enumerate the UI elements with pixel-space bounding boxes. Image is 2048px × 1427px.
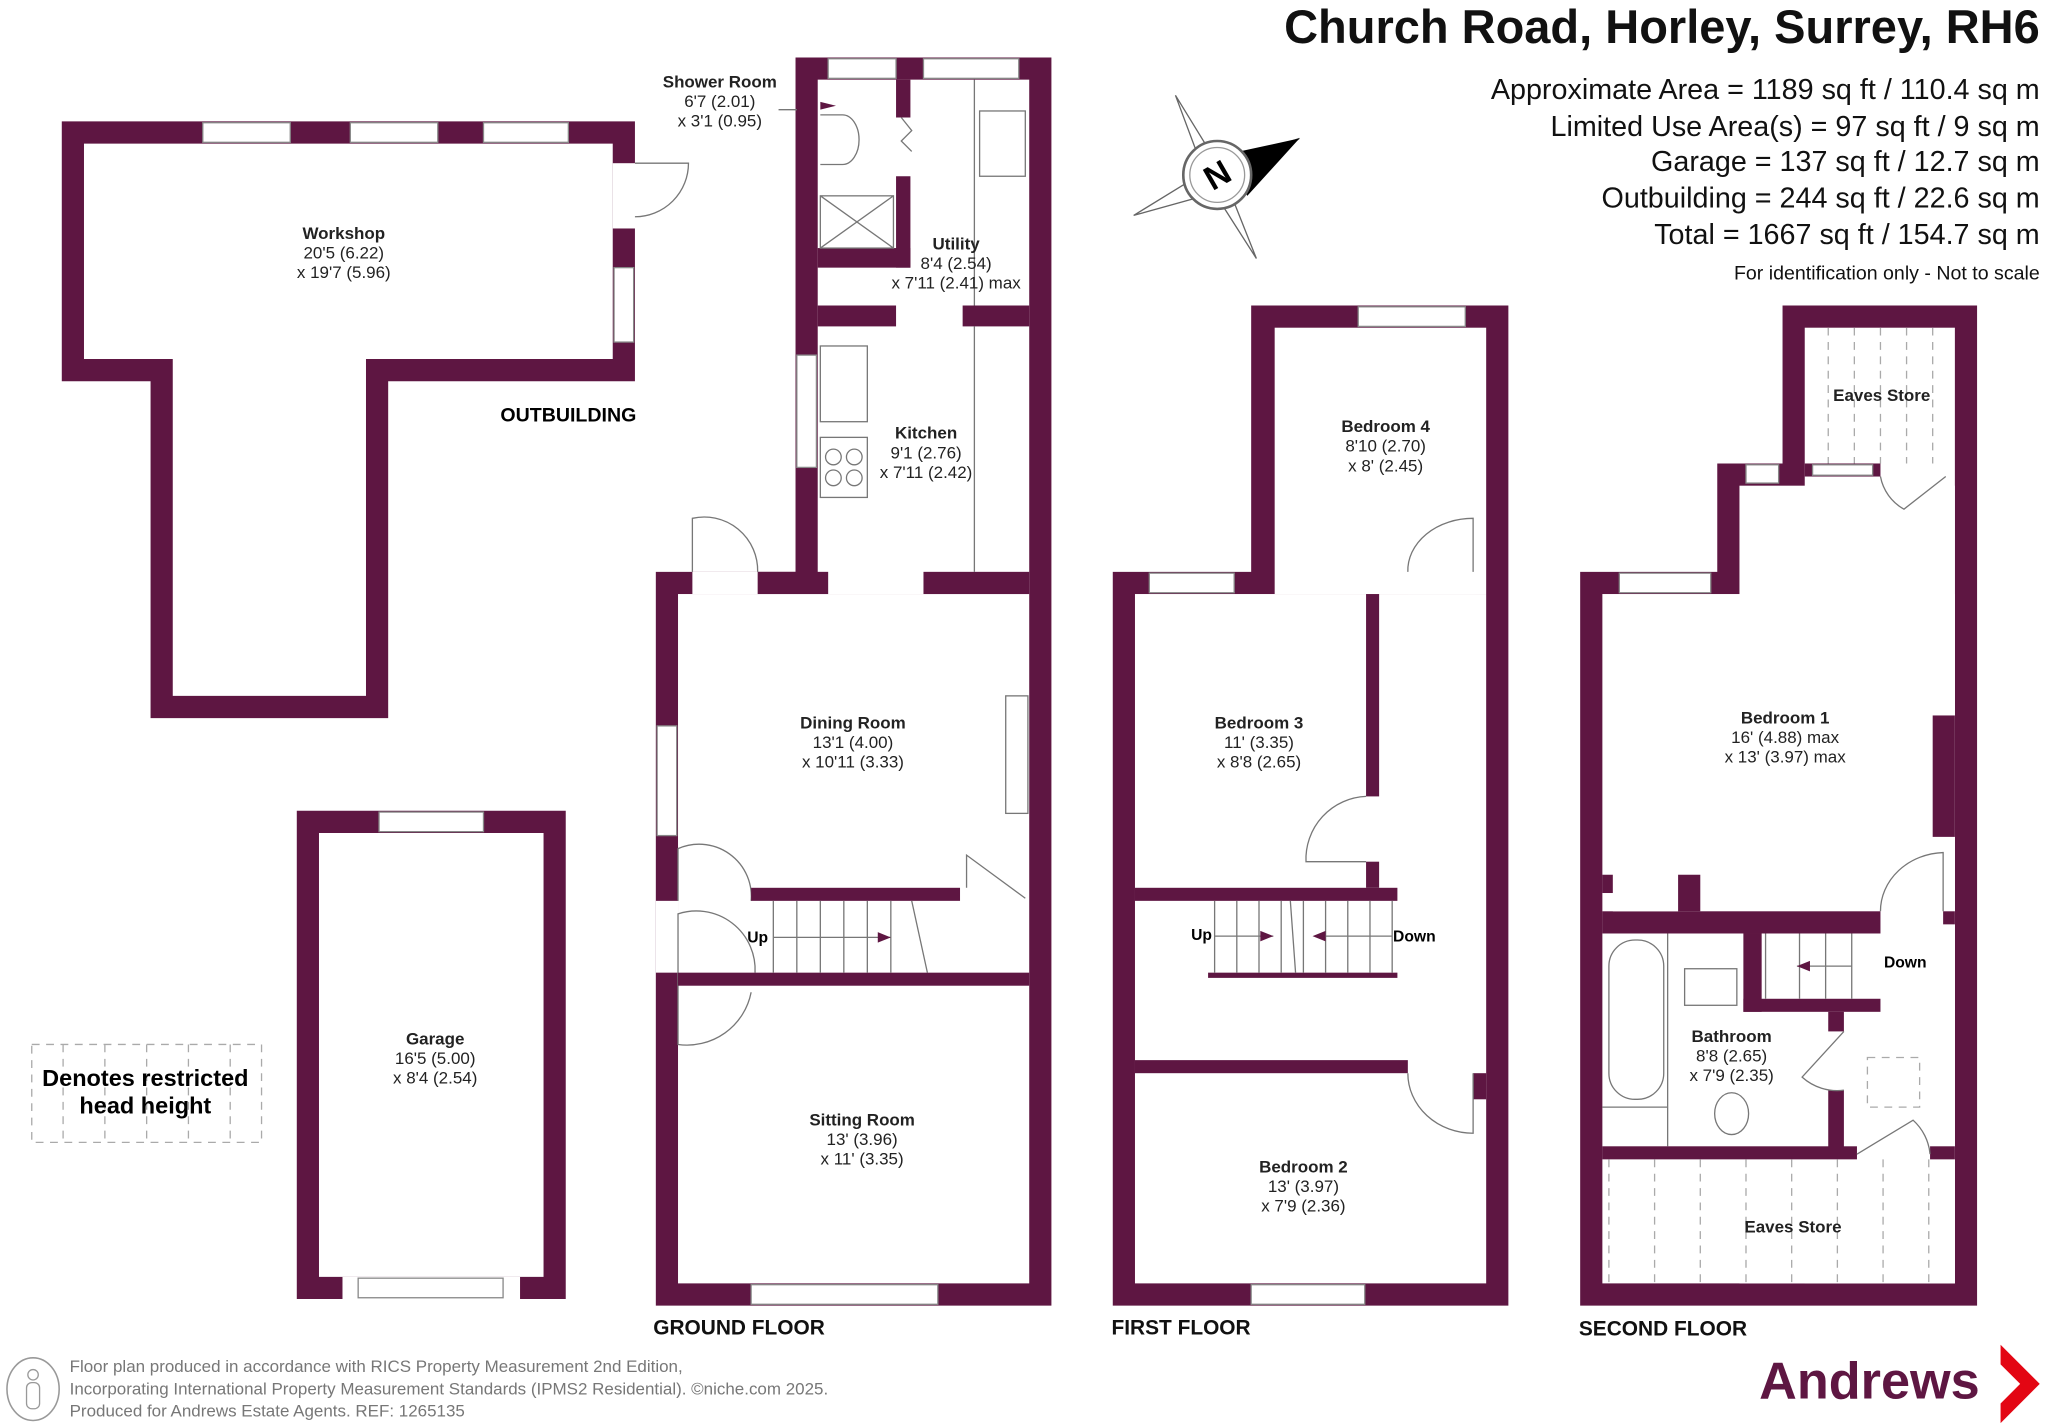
room-kitchen-dim1: 9'1 (2.76)	[891, 443, 962, 462]
property-title: Church Road, Horley, Surrey, RH6	[1284, 0, 2040, 53]
outbuilding: Workshop 20'5 (6.22) x 19'7 (5.96) OUTBU…	[61, 121, 690, 719]
legend-line2: head height	[79, 1093, 211, 1119]
footer-line3: Produced for Andrews Estate Agents. REF:…	[70, 1402, 465, 1421]
room-bedroom4-dim1: 8'10 (2.70)	[1345, 437, 1426, 456]
area-approximate: Approximate Area = 1189 sq ft / 110.4 sq…	[1491, 74, 2040, 106]
room-shower-name: Shower Room	[663, 72, 777, 91]
room-sitting-name: Sitting Room	[809, 1110, 915, 1129]
second-floor: Down Eaves Store Bedroom 1 16' (4.88) ma…	[1579, 305, 1978, 1341]
room-dining-dim1: 13'1 (4.00)	[813, 733, 894, 752]
person-icon	[6, 1357, 60, 1422]
room-utility-name: Utility	[933, 234, 981, 253]
second-floor-label: SECOND FLOOR	[1579, 1318, 1747, 1341]
room-dining-name: Dining Room	[800, 714, 906, 733]
first-stairs-down: Down	[1393, 928, 1436, 945]
area-garage: Garage = 137 sq ft / 12.7 sq m	[1651, 146, 2040, 178]
room-bathroom-dim1: 8'8 (2.65)	[1696, 1046, 1767, 1065]
outbuilding-label: OUTBUILDING	[500, 405, 636, 427]
compass-icon: N	[1133, 94, 1300, 259]
room-kitchen-dim2: x 7'11 (2.42)	[880, 463, 973, 482]
room-bedroom2-dim1: 13' (3.97)	[1268, 1177, 1339, 1196]
room-shower-dim1: 6'7 (2.01)	[684, 92, 755, 111]
second-stairs-down: Down	[1884, 954, 1927, 971]
room-utility-dim1: 8'4 (2.54)	[921, 254, 992, 273]
first-stairs-up: Up	[1191, 927, 1212, 944]
room-bedroom1-dim1: 16' (4.88) max	[1731, 728, 1839, 747]
room-bedroom2-name: Bedroom 2	[1259, 1157, 1348, 1176]
footer: Floor plan produced in accordance with R…	[6, 1344, 2040, 1424]
room-kitchen-name: Kitchen	[895, 424, 957, 443]
room-garage-name: Garage	[406, 1029, 464, 1048]
room-dining-dim2: x 10'11 (3.33)	[802, 753, 904, 772]
footer-line1: Floor plan produced in accordance with R…	[70, 1357, 683, 1376]
scale-note: For identification only - Not to scale	[1734, 262, 2040, 284]
room-workshop-dim2: x 19'7 (5.96)	[297, 263, 391, 282]
room-bedroom1-dim2: x 13' (3.97) max	[1725, 747, 1847, 766]
room-garage-dim1: 16'5 (5.00)	[395, 1049, 476, 1068]
brand-chevron-icon	[2000, 1344, 2040, 1424]
room-sitting-dim1: 13' (3.96)	[827, 1130, 898, 1149]
room-bedroom3-dim1: 11' (3.35)	[1224, 733, 1294, 752]
room-bedroom2-dim2: x 7'9 (2.36)	[1261, 1197, 1345, 1216]
room-sitting-dim2: x 11' (3.35)	[821, 1150, 904, 1169]
room-garage-dim2: x 8'4 (2.54)	[393, 1069, 477, 1088]
room-workshop-dim1: 20'5 (6.22)	[303, 244, 384, 263]
room-utility-dim2: x 7'11 (2.41) max	[891, 274, 1021, 293]
footer-line2: Incorporating International Property Mea…	[70, 1379, 829, 1398]
legend-line1: Denotes restricted	[42, 1065, 248, 1091]
ground-floor-label: GROUND FLOOR	[653, 1316, 825, 1339]
restricted-height-legend: Denotes restricted head height	[31, 1043, 263, 1144]
room-bedroom3-dim2: x 8'8 (2.65)	[1217, 753, 1301, 772]
garage: Garage 16'5 (5.00) x 8'4 (2.54)	[296, 810, 566, 1301]
first-floor-label: FIRST FLOOR	[1111, 1316, 1250, 1339]
room-bathroom-name: Bathroom	[1692, 1027, 1772, 1046]
room-bedroom1-name: Bedroom 1	[1741, 708, 1830, 727]
ground-stairs-up: Up	[747, 930, 768, 947]
room-bedroom3-name: Bedroom 3	[1215, 714, 1304, 733]
ground-floor: Up Shower Room 6'7 (2.01) x 3'1 (0.95) U…	[653, 57, 1052, 1339]
room-bathroom-dim2: x 7'9 (2.35)	[1689, 1066, 1773, 1085]
first-floor: Up Down Bedroom 4 8'10 (2.70) x 8' (2.45…	[1111, 305, 1509, 1339]
area-limited-use: Limited Use Area(s) = 97 sq ft / 9 sq m	[1551, 111, 2040, 143]
area-total: Total = 1667 sq ft / 154.7 sq m	[1654, 219, 2040, 251]
area-outbuilding: Outbuilding = 244 sq ft / 22.6 sq m	[1602, 183, 2040, 215]
room-bedroom4-dim2: x 8' (2.45)	[1348, 456, 1423, 475]
room-eaves-top-name: Eaves Store	[1833, 386, 1930, 405]
room-shower-dim2: x 3'1 (0.95)	[678, 112, 762, 131]
room-eaves-bottom-name: Eaves Store	[1744, 1217, 1841, 1236]
room-bedroom4-name: Bedroom 4	[1341, 417, 1430, 436]
brand-logo-text: Andrews	[1759, 1352, 1980, 1410]
room-workshop-name: Workshop	[302, 224, 385, 243]
